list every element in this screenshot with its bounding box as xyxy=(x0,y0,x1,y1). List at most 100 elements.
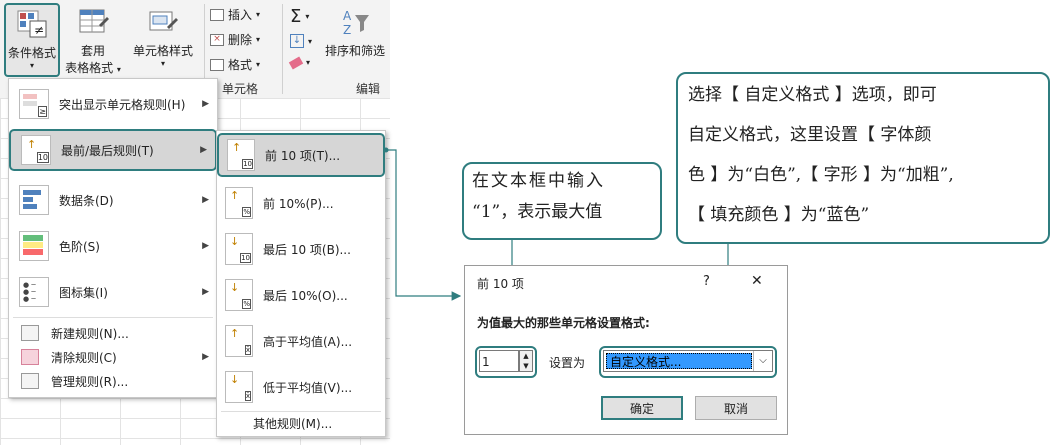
menu-item-label: 数据条(D) xyxy=(59,193,114,208)
format-select[interactable]: 自定义格式... ⌵ xyxy=(603,350,773,372)
menu-item-top-bottom-rules[interactable]: ↑ 10 最前/最后规则(T) ▶ xyxy=(9,129,217,171)
data-bars-icon xyxy=(19,185,49,215)
dialog-title: 前 10 项 xyxy=(477,277,524,291)
chevron-right-icon: ▶ xyxy=(202,287,209,297)
submenu-item-bottom-10-percent[interactable]: ↓% 最后 10%(O)... xyxy=(217,273,385,317)
bottom-10-icon: ↓10 xyxy=(225,233,253,265)
close-icon[interactable]: ✕ xyxy=(751,273,763,289)
chevron-right-icon: ▶ xyxy=(202,99,209,109)
menu-item-icon-sets[interactable]: ● ─● ─● ─ 图标集(I) ▶ xyxy=(9,271,217,313)
cell-style-button[interactable]: 单元格样式 ▾ xyxy=(128,3,198,68)
svg-text:Z: Z xyxy=(343,23,351,37)
chevron-right-icon: ▶ xyxy=(202,352,209,362)
cells-group-label: 单元格 xyxy=(222,82,259,96)
delete-label: 删除 xyxy=(228,33,253,47)
manage-rules-icon xyxy=(21,373,39,389)
spinner-up-icon[interactable]: ▲ xyxy=(523,352,529,360)
submenu-item-below-average[interactable]: ↓x̄ 低于平均值(V)... xyxy=(217,365,385,409)
callout-input-hint: 在文本框中输入 “1”，表示最大值 xyxy=(462,162,662,240)
submenu-item-above-average[interactable]: ↑x̄ 高于平均值(A)... xyxy=(217,319,385,363)
submenu-item-label: 低于平均值(V)... xyxy=(263,380,353,395)
chevron-down-icon: ▾ xyxy=(256,35,261,44)
menu-item-clear-rules[interactable]: 清除规则(C) ▶ xyxy=(9,345,217,369)
value-spinner[interactable]: ▲▼ xyxy=(519,350,533,372)
menu-item-data-bars[interactable]: 数据条(D) ▶ xyxy=(9,179,217,221)
insert-button[interactable]: 插入 ▾ xyxy=(210,6,260,23)
format-select-highlight xyxy=(599,346,777,378)
submenu-item-other-rules[interactable]: 其他规则(M)... xyxy=(253,417,333,431)
cell-style-icon xyxy=(149,11,178,31)
fill-button[interactable]: ↓▾ xyxy=(290,34,312,48)
fill-down-icon: ↓ xyxy=(290,34,304,48)
submenu-item-top-10[interactable]: ↑10 前 10 项(T)... xyxy=(217,133,385,177)
below-average-icon: ↓x̄ xyxy=(225,371,253,403)
conditional-format-menu: ≥ 突出显示单元格规则(H) ▶ ↑ 10 最前/最后规则(T) ▶ 数据条(D… xyxy=(8,78,218,398)
submenu-item-bottom-10[interactable]: ↓10 最后 10 项(B)... xyxy=(217,227,385,271)
top-bottom-rules-icon: ↑ 10 xyxy=(21,135,51,165)
menu-item-label: 最前/最后规则(T) xyxy=(61,143,154,158)
chevron-down-icon: ▾ xyxy=(305,12,310,21)
menu-item-color-scales[interactable]: 色阶(S) ▶ xyxy=(9,225,217,267)
spinner-down-icon[interactable]: ▼ xyxy=(523,362,529,370)
cancel-button[interactable]: 取消 xyxy=(695,396,777,420)
callout-format-hint: 选择【 自定义格式 】选项，即可 自定义格式，这里设置【 字体颜 色 】为“白色… xyxy=(676,72,1050,244)
menu-item-new-rule[interactable]: 新建规则(N)... xyxy=(9,321,217,345)
conditional-format-icon: ≠ xyxy=(17,10,47,38)
clear-button[interactable]: ▾ xyxy=(288,56,311,69)
ribbon-separator xyxy=(282,4,283,94)
submenu-item-label: 前 10%(P)... xyxy=(263,196,334,211)
chevron-down-icon: ▾ xyxy=(308,36,313,46)
ribbon-separator xyxy=(204,4,205,94)
submenu-item-top-10-percent[interactable]: ↑% 前 10%(P)... xyxy=(217,181,385,225)
conditional-format-button[interactable]: ≠ 条件格式 ▾ xyxy=(4,3,60,77)
top-10-icon: ↑10 xyxy=(227,139,255,171)
format-label: 格式 xyxy=(228,58,253,72)
menu-item-highlight-rules[interactable]: ≥ 突出显示单元格规则(H) ▶ xyxy=(9,87,217,121)
format-icon xyxy=(210,58,224,71)
set-as-label: 设置为 xyxy=(549,356,586,370)
callout-line: “1”，表示最大值 xyxy=(472,202,603,222)
top-bottom-submenu: ↑10 前 10 项(T)... ↑% 前 10%(P)... ↓10 最后 1… xyxy=(216,130,386,437)
sort-filter-icon: A Z xyxy=(343,9,369,37)
autosum-button[interactable]: Σ▾ xyxy=(290,6,309,27)
sort-filter-button[interactable]: A Z 排序和筛选 xyxy=(322,3,388,59)
menu-divider xyxy=(13,317,213,318)
chevron-down-icon: ▾ xyxy=(256,10,261,19)
sort-filter-label: 排序和筛选 xyxy=(324,44,385,58)
menu-item-manage-rules[interactable]: 管理规则(R)... xyxy=(9,369,217,393)
table-format-label-2: 表格格式 ▾ xyxy=(62,59,124,76)
format-button[interactable]: 格式 ▾ xyxy=(210,56,260,73)
svg-text:≠: ≠ xyxy=(34,23,44,37)
chevron-right-icon: ▶ xyxy=(200,145,207,155)
chevron-down-icon[interactable]: ⌵ xyxy=(753,351,772,371)
sigma-icon: Σ xyxy=(290,6,302,27)
value-highlight xyxy=(475,346,537,378)
highlight-rules-icon: ≥ xyxy=(19,89,49,119)
table-format-label-text: 表格格式 xyxy=(65,61,114,75)
chevron-down-icon: ▾ xyxy=(116,65,121,74)
new-rule-icon xyxy=(21,325,39,341)
delete-button[interactable]: × 删除 ▾ xyxy=(210,31,260,48)
format-as-table-button[interactable]: 套用 表格格式 ▾ xyxy=(62,3,124,76)
ok-button[interactable]: 确定 xyxy=(601,396,683,420)
top-10-dialog: 前 10 项 ? ✕ 为值最大的那些单元格设置格式: 1 ▲▼ 设置为 自定义格… xyxy=(464,265,788,435)
icon-sets-icon: ● ─● ─● ─ xyxy=(19,277,49,307)
chevron-down-icon: ▾ xyxy=(306,58,311,67)
top-count-input[interactable]: 1 xyxy=(479,350,519,372)
chevron-down-icon: ▾ xyxy=(256,60,261,69)
callout-line: 自定义格式，这里设置【 字体颜 xyxy=(688,125,932,145)
menu-item-label: 图标集(I) xyxy=(59,285,108,300)
callout-line: 选择【 自定义格式 】选项，即可 xyxy=(688,85,937,105)
clear-rules-icon xyxy=(21,349,39,365)
chevron-down-icon: ▾ xyxy=(29,61,34,70)
svg-text:A: A xyxy=(343,9,352,23)
menu-item-label: 色阶(S) xyxy=(59,239,100,254)
chevron-right-icon: ▶ xyxy=(202,241,209,251)
callout-line: 【 填充颜色 】为“蓝色” xyxy=(688,205,870,225)
cell-style-label: 单元格样式 xyxy=(132,44,193,58)
help-icon[interactable]: ? xyxy=(703,274,710,289)
format-select-value: 自定义格式... xyxy=(606,353,752,369)
connector-arrow-to-dialog xyxy=(386,149,462,301)
chevron-down-icon: ▾ xyxy=(160,59,165,68)
above-average-icon: ↑x̄ xyxy=(225,325,253,357)
